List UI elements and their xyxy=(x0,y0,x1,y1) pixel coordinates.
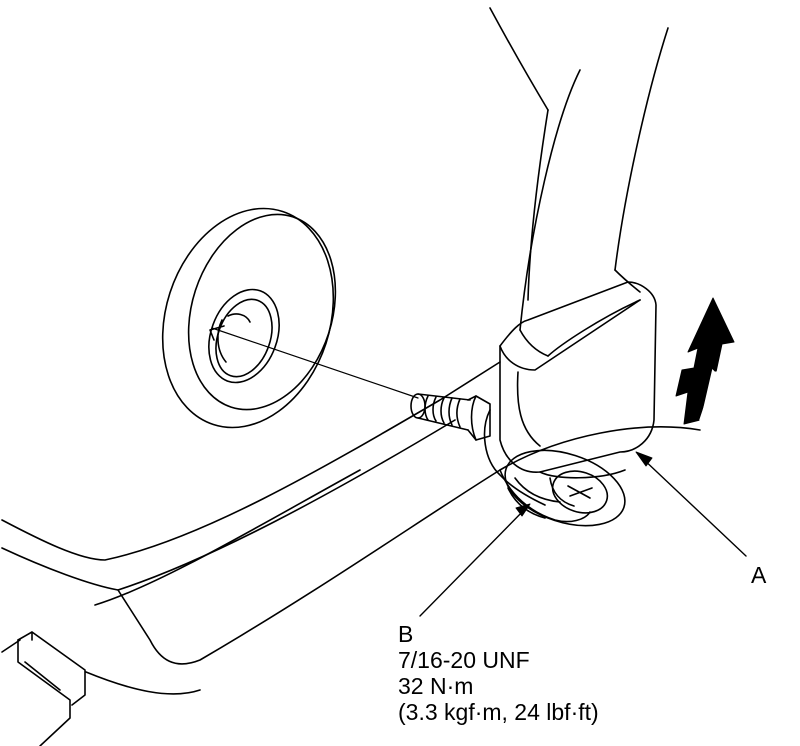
callout-a-label: A xyxy=(751,562,767,588)
anchor-boss xyxy=(161,207,337,429)
pillar-edge xyxy=(489,7,549,111)
anchor-plate xyxy=(483,409,626,527)
torque-spec-nm: 32 N·m xyxy=(398,673,474,699)
alignment-line xyxy=(211,327,419,399)
callout-b-label: B xyxy=(398,621,414,647)
floor-panel xyxy=(1,361,701,746)
callout-b-spec: B 7/16-20 UNF 32 N·m (3.3 kgf·m, 24 lbf·… xyxy=(398,621,599,725)
thread-spec: 7/16-20 UNF xyxy=(398,647,530,673)
belt-cover xyxy=(499,281,657,479)
upward-direction-arrow xyxy=(675,297,735,425)
seat-belt-webbing xyxy=(519,27,669,357)
anchor-bolt xyxy=(410,393,491,441)
leader-a xyxy=(635,451,747,557)
torque-spec-alt: (3.3 kgf·m, 24 lbf·ft) xyxy=(398,699,599,725)
leader-b xyxy=(419,503,531,617)
